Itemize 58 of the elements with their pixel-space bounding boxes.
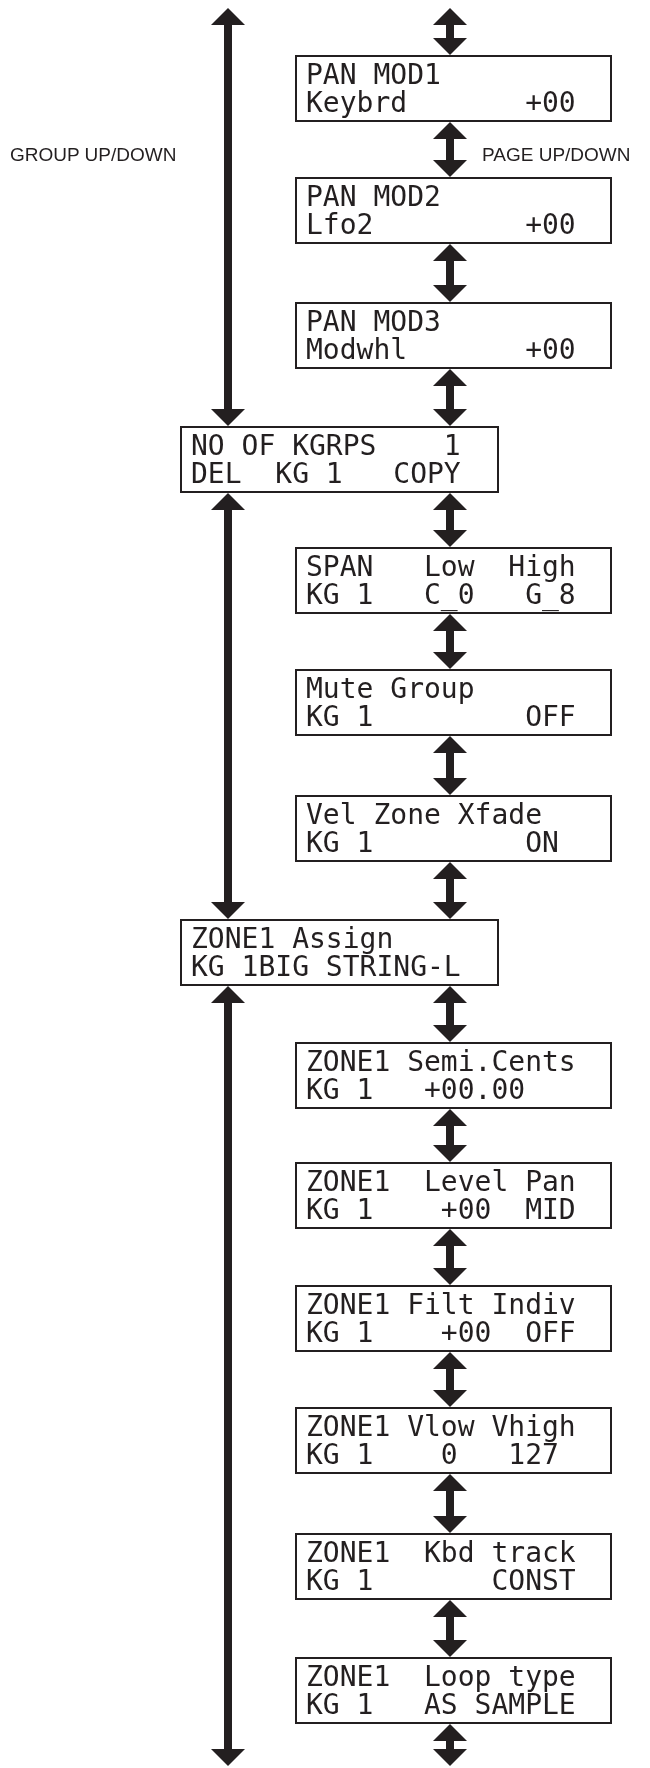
double-arrow — [211, 493, 245, 919]
lcd-text: KG 1 AS SAMPLE — [306, 1691, 576, 1719]
lcd-display — [295, 55, 612, 122]
double-arrow — [433, 862, 467, 919]
double-arrow — [433, 369, 467, 426]
lcd-text: KG 1 +00 MID — [306, 1196, 576, 1224]
double-arrow — [433, 493, 467, 547]
lcd-text: Modwhl +00 — [306, 336, 576, 364]
double-arrow — [433, 244, 467, 302]
double-arrow — [433, 614, 467, 669]
lcd-text: DEL KG 1 COPY — [191, 460, 461, 488]
lcd-text: ZONE1 Semi.Cents — [306, 1048, 576, 1076]
lcd-display — [295, 1407, 612, 1474]
lcd-display — [295, 1042, 612, 1109]
lcd-text: Vel Zone Xfade — [306, 801, 542, 829]
lcd-text: NO OF KGRPS 1 — [191, 432, 461, 460]
double-arrow — [433, 1109, 467, 1162]
double-arrow — [433, 1600, 467, 1657]
lcd-text: KG 1 OFF — [306, 703, 576, 731]
lcd-display — [295, 1162, 612, 1229]
lcd-text: Lfo2 +00 — [306, 211, 576, 239]
double-arrow — [433, 736, 467, 795]
lcd-text: ZONE1 Vlow Vhigh — [306, 1413, 576, 1441]
lcd-text: Keybrd +00 — [306, 89, 576, 117]
lcd-text: KG 1BIG STRING-L — [191, 953, 461, 981]
lcd-display — [295, 1533, 612, 1600]
lcd-text: KG 1 +00.00 — [306, 1076, 526, 1104]
lcd-text: KG 1 CONST — [306, 1567, 576, 1595]
lcd-text: KG 1 ON — [306, 829, 559, 857]
lcd-text: PAN MOD3 — [306, 308, 441, 336]
lcd-text: ZONE1 Filt Indiv — [306, 1291, 576, 1319]
lcd-text: Mute Group — [306, 675, 475, 703]
lcd-text: ZONE1 Assign — [191, 925, 394, 953]
double-arrow — [433, 986, 467, 1042]
lcd-text: PAN MOD1 — [306, 61, 441, 89]
lcd-display — [295, 547, 612, 614]
lcd-display — [295, 1657, 612, 1724]
lcd-display — [295, 302, 612, 369]
lcd-display — [180, 426, 499, 493]
lcd-text: KG 1 C_0 G_8 — [306, 581, 576, 609]
double-arrow — [433, 1352, 467, 1407]
lcd-text: ZONE1 Level Pan — [306, 1168, 576, 1196]
double-arrow — [433, 122, 467, 177]
lcd-text: SPAN Low High — [306, 553, 576, 581]
lcd-display — [295, 1285, 612, 1352]
lcd-display — [295, 669, 612, 736]
lcd-text: KG 1 0 127 — [306, 1441, 559, 1469]
lcd-text: PAN MOD2 — [306, 183, 441, 211]
lcd-display — [180, 919, 499, 986]
lcd-text: ZONE1 Loop type — [306, 1663, 576, 1691]
lcd-display — [295, 177, 612, 244]
double-arrow — [433, 1229, 467, 1285]
double-arrow — [433, 1724, 467, 1766]
lcd-display — [295, 795, 612, 862]
double-arrow — [211, 986, 245, 1766]
lcd-text: ZONE1 Kbd track — [306, 1539, 576, 1567]
double-arrow — [433, 1474, 467, 1533]
lcd-text: KG 1 +00 OFF — [306, 1319, 576, 1347]
